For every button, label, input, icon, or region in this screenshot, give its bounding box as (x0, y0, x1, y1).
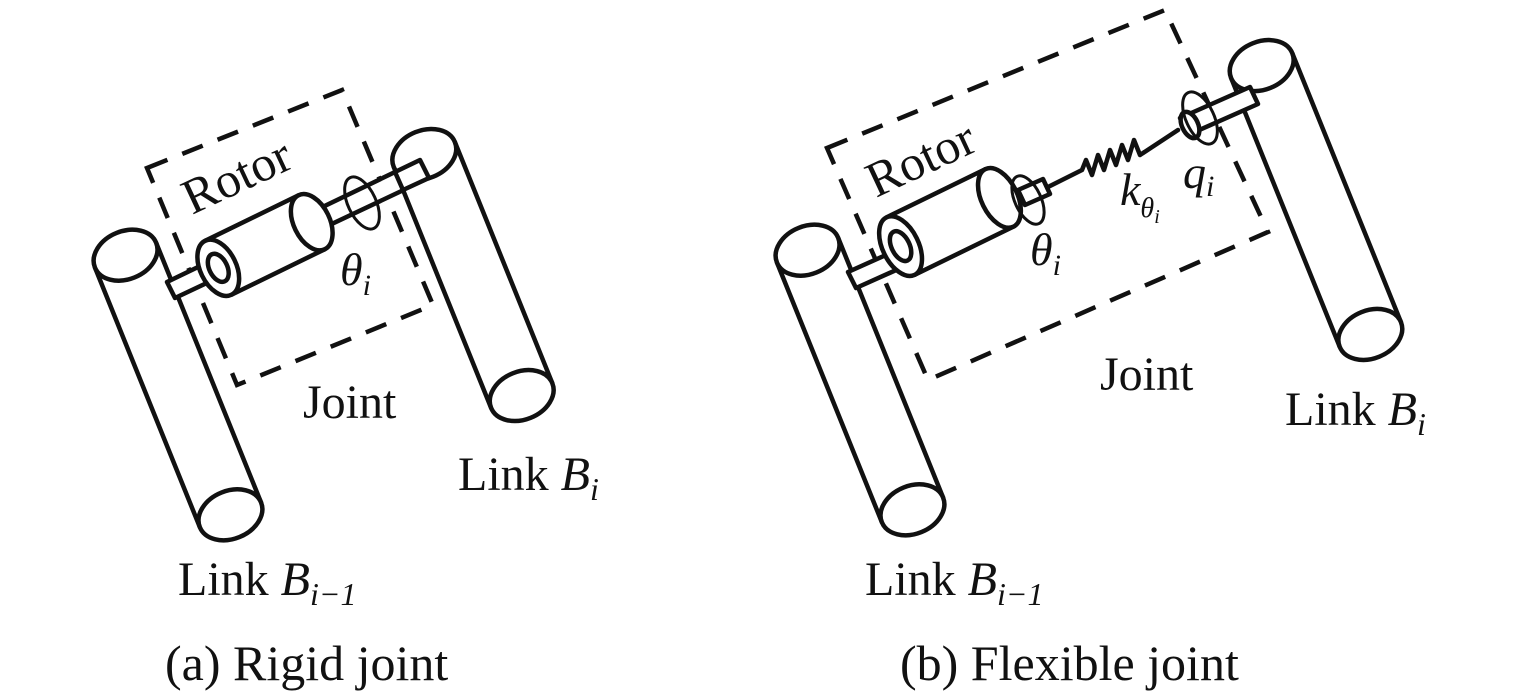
flexible-stiffness-label: kθi (1120, 164, 1160, 228)
flexible-q-label: qi (1183, 147, 1214, 203)
rigid-link-prev-label: Link Bi−1 (178, 553, 356, 612)
flexible-spring-icon (1045, 127, 1181, 190)
rigid-theta-label: θi (340, 244, 371, 302)
rigid-link-next (390, 126, 556, 424)
flexible-link-next (1227, 37, 1405, 363)
flexible-joint-diagram: Rotor θi kθi qi Joint Link Bi Link Bi−1 … (773, 7, 1426, 691)
flexible-link-next-label: Link Bi (1285, 383, 1426, 442)
rigid-theta-ring-icon (343, 175, 381, 231)
flexible-theta-ring-icon (1010, 174, 1046, 226)
flexible-theta-label: θi (1030, 224, 1061, 282)
rigid-joint-dashed-boundary (144, 87, 436, 388)
flexible-rotor (876, 165, 1024, 279)
flexible-link-prev (773, 222, 947, 538)
rigid-link-next-label: Link Bi (458, 448, 599, 507)
flexible-link-prev-label: Link Bi−1 (865, 553, 1043, 612)
rigid-link-prev (91, 227, 265, 543)
flexible-joint-dashed-boundary (824, 7, 1272, 383)
rigid-joint-diagram: Rotor θi Joint Link Bi Link Bi−1 (a) Rig… (91, 87, 599, 691)
flexible-shaft-stub (1015, 176, 1053, 208)
rigid-caption: (a) Rigid joint (165, 635, 448, 691)
rigid-rotor (195, 191, 335, 299)
flexible-caption: (b) Flexible joint (900, 635, 1239, 691)
flexible-q-ring-icon (1181, 90, 1219, 146)
rigid-joint-label: Joint (303, 376, 397, 429)
rigid-shaft-front (392, 157, 432, 193)
flexible-joint-label: Joint (1100, 348, 1194, 401)
